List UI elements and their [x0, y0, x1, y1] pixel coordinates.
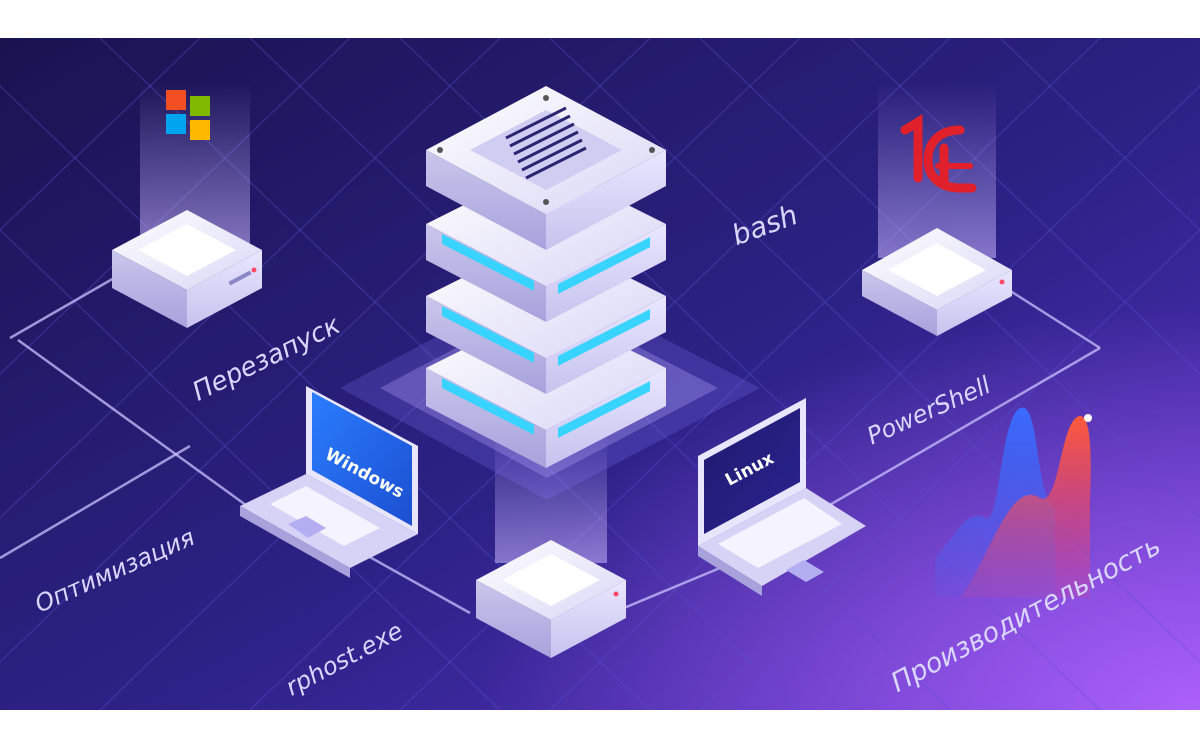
server-bottom-center: [476, 540, 626, 658]
laptop-windows: [240, 386, 418, 578]
laptop-linux: [698, 398, 866, 596]
illustration-svg: Windows Linux Перезапуск bash PowerShell…: [0, 38, 1200, 710]
server-top-left: [112, 210, 262, 328]
server-top-right: [862, 228, 1012, 336]
server-rack-icon: [426, 86, 666, 468]
illustration-scene: Windows Linux Перезапуск bash PowerShell…: [0, 38, 1200, 710]
performance-chart-icon: [935, 407, 1092, 598]
onec-logo-icon: [900, 113, 977, 193]
windows-logo-icon: [166, 90, 210, 140]
